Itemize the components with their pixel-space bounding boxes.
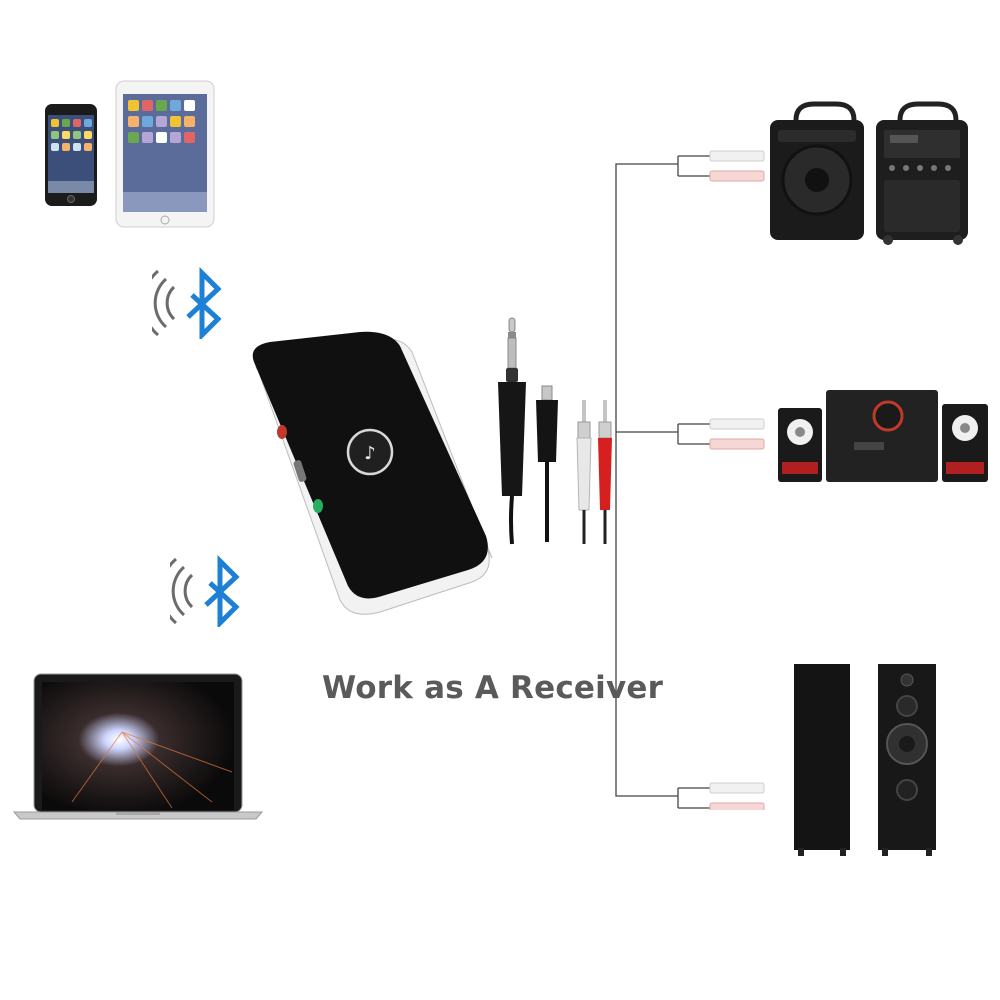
tablet-icon — [115, 80, 215, 228]
rca-connector-middle — [709, 418, 765, 450]
floor-speakers-image — [790, 660, 940, 858]
rca-connector-top — [709, 150, 765, 182]
aux-plug-icon — [498, 317, 526, 545]
smartphone-icon — [45, 104, 97, 206]
mode-caption: Work as A Receiver — [322, 670, 664, 706]
smartphone-image — [44, 103, 98, 207]
micro-usb-cable — [532, 384, 562, 544]
pa-speakers-image — [768, 100, 970, 246]
rca-connector-bottom — [709, 782, 765, 810]
rca-plug-icon — [576, 400, 612, 544]
receiver-device-icon: ♪ — [252, 331, 493, 615]
pa-speaker-icon — [770, 101, 968, 245]
svg-text:♪: ♪ — [364, 443, 376, 464]
bluetooth-signal-bottom — [170, 553, 250, 627]
laptop-icon — [12, 673, 264, 820]
connection-lines — [615, 150, 765, 810]
rca-cable — [570, 398, 620, 548]
bluetooth-receiver-device: ♪ — [240, 330, 500, 620]
laptop-image — [12, 672, 264, 820]
tower-speakers-icon — [794, 664, 936, 856]
tablet-image — [115, 80, 215, 228]
aux-cable — [494, 316, 530, 546]
bluetooth-icon — [170, 554, 240, 627]
bluetooth-icon — [152, 266, 222, 339]
desktop-speakers-icon — [778, 390, 988, 482]
bluetooth-signal-top — [152, 265, 232, 339]
desktop-speakers-image — [776, 388, 990, 488]
micro-usb-plug-icon — [536, 385, 558, 542]
